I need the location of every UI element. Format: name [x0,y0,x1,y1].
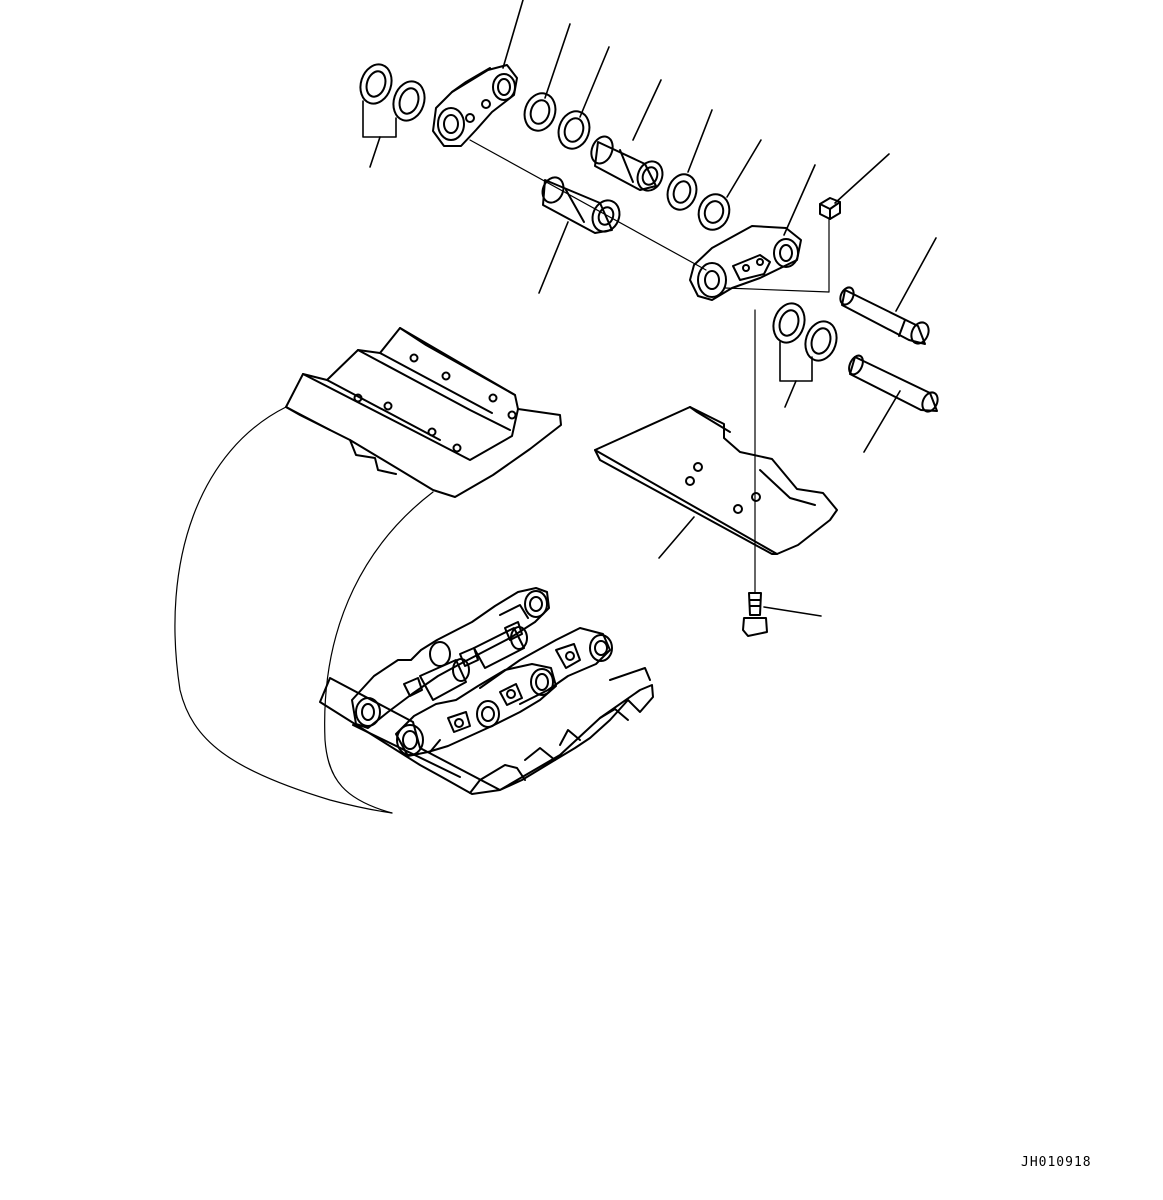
leader-lines [362,0,937,617]
bushing [590,135,664,192]
outer-link-left [432,64,518,147]
seal-pair-left [359,63,426,122]
drawing-code-label: JH010918 [1021,1155,1092,1170]
seal-pair-right [772,302,838,362]
track-assembly [174,327,654,814]
track-pin [848,354,939,413]
thrust-ring [697,193,731,231]
dust-seal [666,173,698,211]
track-shoe [594,406,838,555]
inner-bushing [541,176,621,234]
seal-ring [557,110,591,150]
outer-link-right [689,225,802,301]
shoe-bolt [742,592,768,637]
spacer-ring [523,92,557,132]
master-pin [839,286,930,345]
master-nut [819,197,841,220]
